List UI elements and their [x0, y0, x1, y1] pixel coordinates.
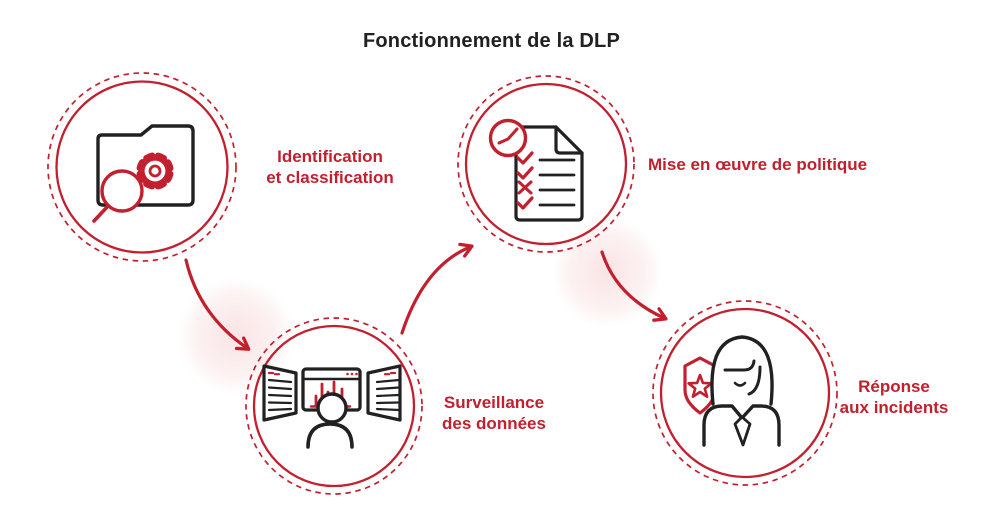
- label-surveillance: Surveillance des données: [442, 393, 546, 433]
- folder-search-gear-icon: [92, 124, 195, 223]
- policy-checklist-icon: [488, 118, 584, 222]
- dashed-ring: [457, 75, 635, 253]
- clock-icon: [488, 118, 528, 158]
- incident-response-agent-icon: [683, 335, 781, 447]
- tie: [733, 415, 752, 447]
- flow-arrow-1: [184, 258, 251, 351]
- step-circle-politique: [457, 75, 635, 253]
- gear-icon: [136, 152, 174, 190]
- solid-ring: [252, 324, 416, 488]
- label-identification: Identification et classification: [266, 147, 394, 187]
- person-shoulders: [306, 422, 354, 449]
- solid-ring: [55, 80, 229, 254]
- step-circle-incidents: [652, 300, 838, 486]
- dashed-ring: [652, 300, 838, 486]
- step-circle-identification: [47, 72, 237, 262]
- label-politique: Mise en œuvre de politique: [648, 155, 868, 174]
- flow-arrow-2: [400, 242, 474, 335]
- shield-star-icon: [683, 356, 717, 415]
- page-title: Fonctionnement de la DLP: [362, 30, 621, 52]
- magnifier-icon: [92, 169, 144, 223]
- data-monitoring-icon: [262, 364, 402, 449]
- flow-arrow-3: [600, 250, 668, 322]
- glow-blob: [552, 217, 662, 327]
- person-hair: [710, 335, 774, 406]
- label-incidents: Réponse aux incidents: [839, 377, 949, 417]
- dashed-ring: [47, 72, 237, 262]
- dashed-ring: [245, 317, 423, 495]
- step-circle-surveillance: [245, 317, 423, 495]
- solid-ring: [464, 82, 628, 246]
- smile: [733, 381, 747, 387]
- person-head: [316, 392, 348, 424]
- solid-ring: [659, 307, 831, 479]
